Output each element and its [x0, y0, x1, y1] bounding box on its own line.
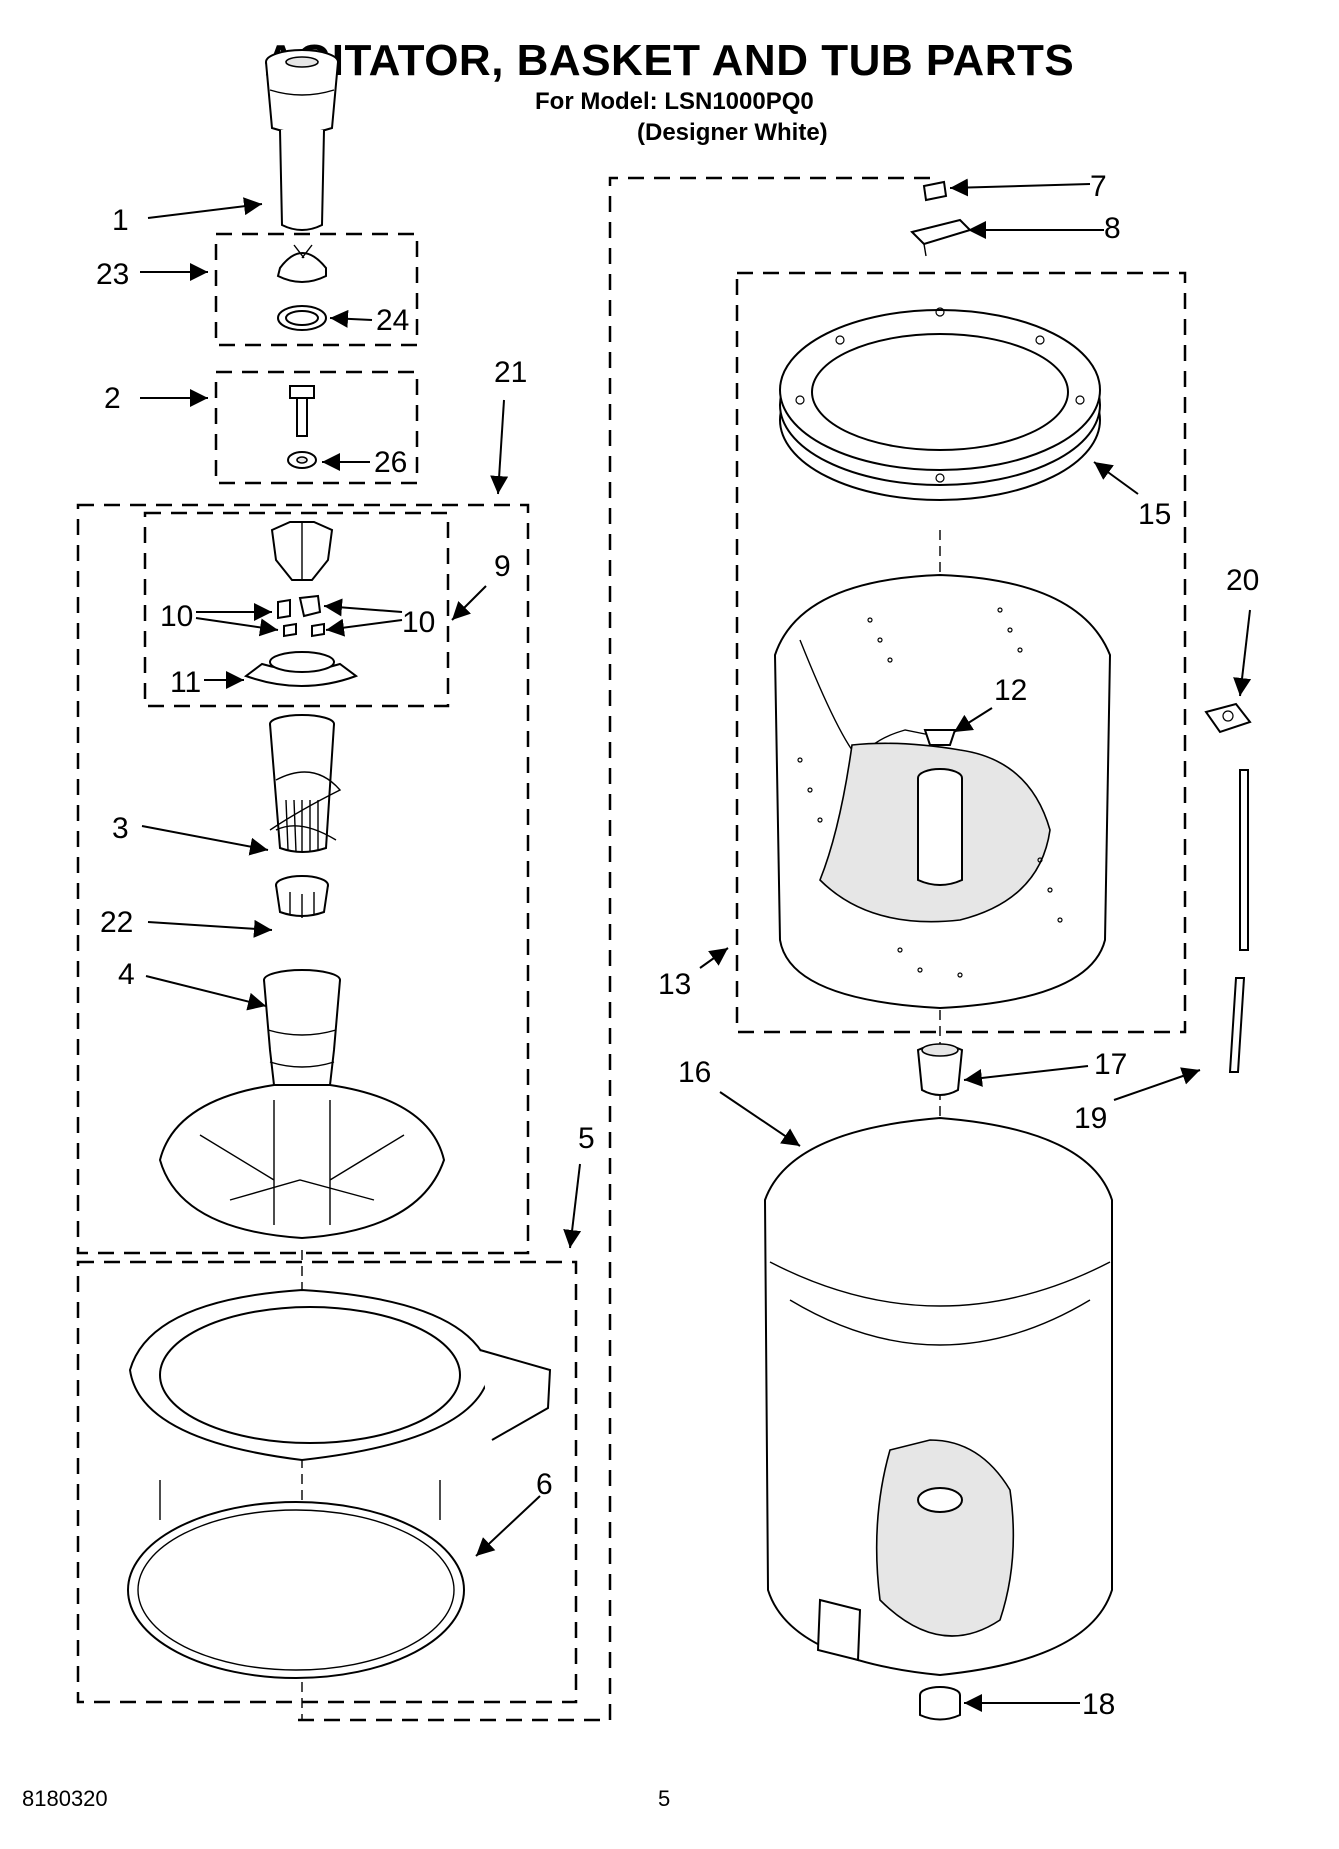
- part-18-plug: [919, 1686, 961, 1721]
- document-number: 8180320: [22, 1786, 108, 1811]
- callout-2: 2: [104, 382, 121, 415]
- part-16-outer-tub: [763, 1116, 1113, 1677]
- part-26-washer: [287, 451, 317, 469]
- callout-12: 12: [994, 674, 1027, 707]
- callout-22: 22: [100, 906, 133, 939]
- callout-24: 24: [376, 304, 409, 337]
- part-11-retainer: [243, 651, 359, 687]
- part-6-tub-ring: [127, 1288, 552, 1679]
- callout-7: 7: [1090, 170, 1107, 203]
- callout-19: 19: [1074, 1102, 1107, 1135]
- model-variant: (Designer White): [637, 119, 828, 146]
- part-9-cam: [270, 521, 334, 581]
- part-24-ring: [277, 305, 327, 331]
- callout-11: 11: [170, 666, 201, 699]
- part-10-dogs: [277, 594, 325, 638]
- callout-21: 21: [494, 356, 527, 389]
- callout-10-right: 10: [402, 606, 435, 639]
- part-1-cap: [265, 49, 339, 231]
- part-23: [276, 244, 327, 283]
- callout-13: 13: [658, 968, 691, 1001]
- model-number: For Model: LSN1000PQ0: [535, 88, 814, 115]
- part-7-clip: [922, 180, 948, 202]
- group-box-6: [76, 1260, 578, 1704]
- part-8-bracket: [910, 218, 972, 257]
- callout-5: 5: [578, 1122, 595, 1155]
- part-20-clip: [1204, 702, 1252, 734]
- callout-15: 15: [1138, 498, 1171, 531]
- callout-20: 20: [1226, 564, 1259, 597]
- callout-23: 23: [96, 258, 129, 291]
- callout-26: 26: [374, 446, 407, 479]
- callout-4: 4: [118, 958, 135, 991]
- part-13-basket: [773, 573, 1112, 1010]
- group-line-5: [298, 176, 936, 1722]
- group-box-13-15: [735, 271, 1187, 1034]
- page-number: 5: [658, 1786, 671, 1811]
- part-3-auger: [269, 714, 342, 853]
- callout-8: 8: [1104, 212, 1121, 245]
- page-title: AGITATOR, BASKET AND TUB PARTS: [264, 36, 1075, 85]
- part-4-agitator-base: [158, 969, 446, 1240]
- group-box-9: [143, 511, 450, 708]
- callout-9: 9: [494, 550, 511, 583]
- callout-18: 18: [1082, 1688, 1115, 1721]
- callout-10-left: 10: [160, 600, 193, 633]
- part-19-hose: [1228, 769, 1249, 1073]
- callout-6: 6: [536, 1468, 553, 1501]
- callout-17: 17: [1094, 1048, 1127, 1081]
- part-22-bearing: [275, 875, 329, 918]
- part-15-balance-ring: [779, 307, 1101, 501]
- part-2-bolt: [289, 385, 315, 437]
- callout-1: 1: [112, 204, 129, 237]
- callout-3: 3: [112, 812, 129, 845]
- callout-16: 16: [678, 1056, 711, 1089]
- part-17-seal: [916, 1043, 964, 1096]
